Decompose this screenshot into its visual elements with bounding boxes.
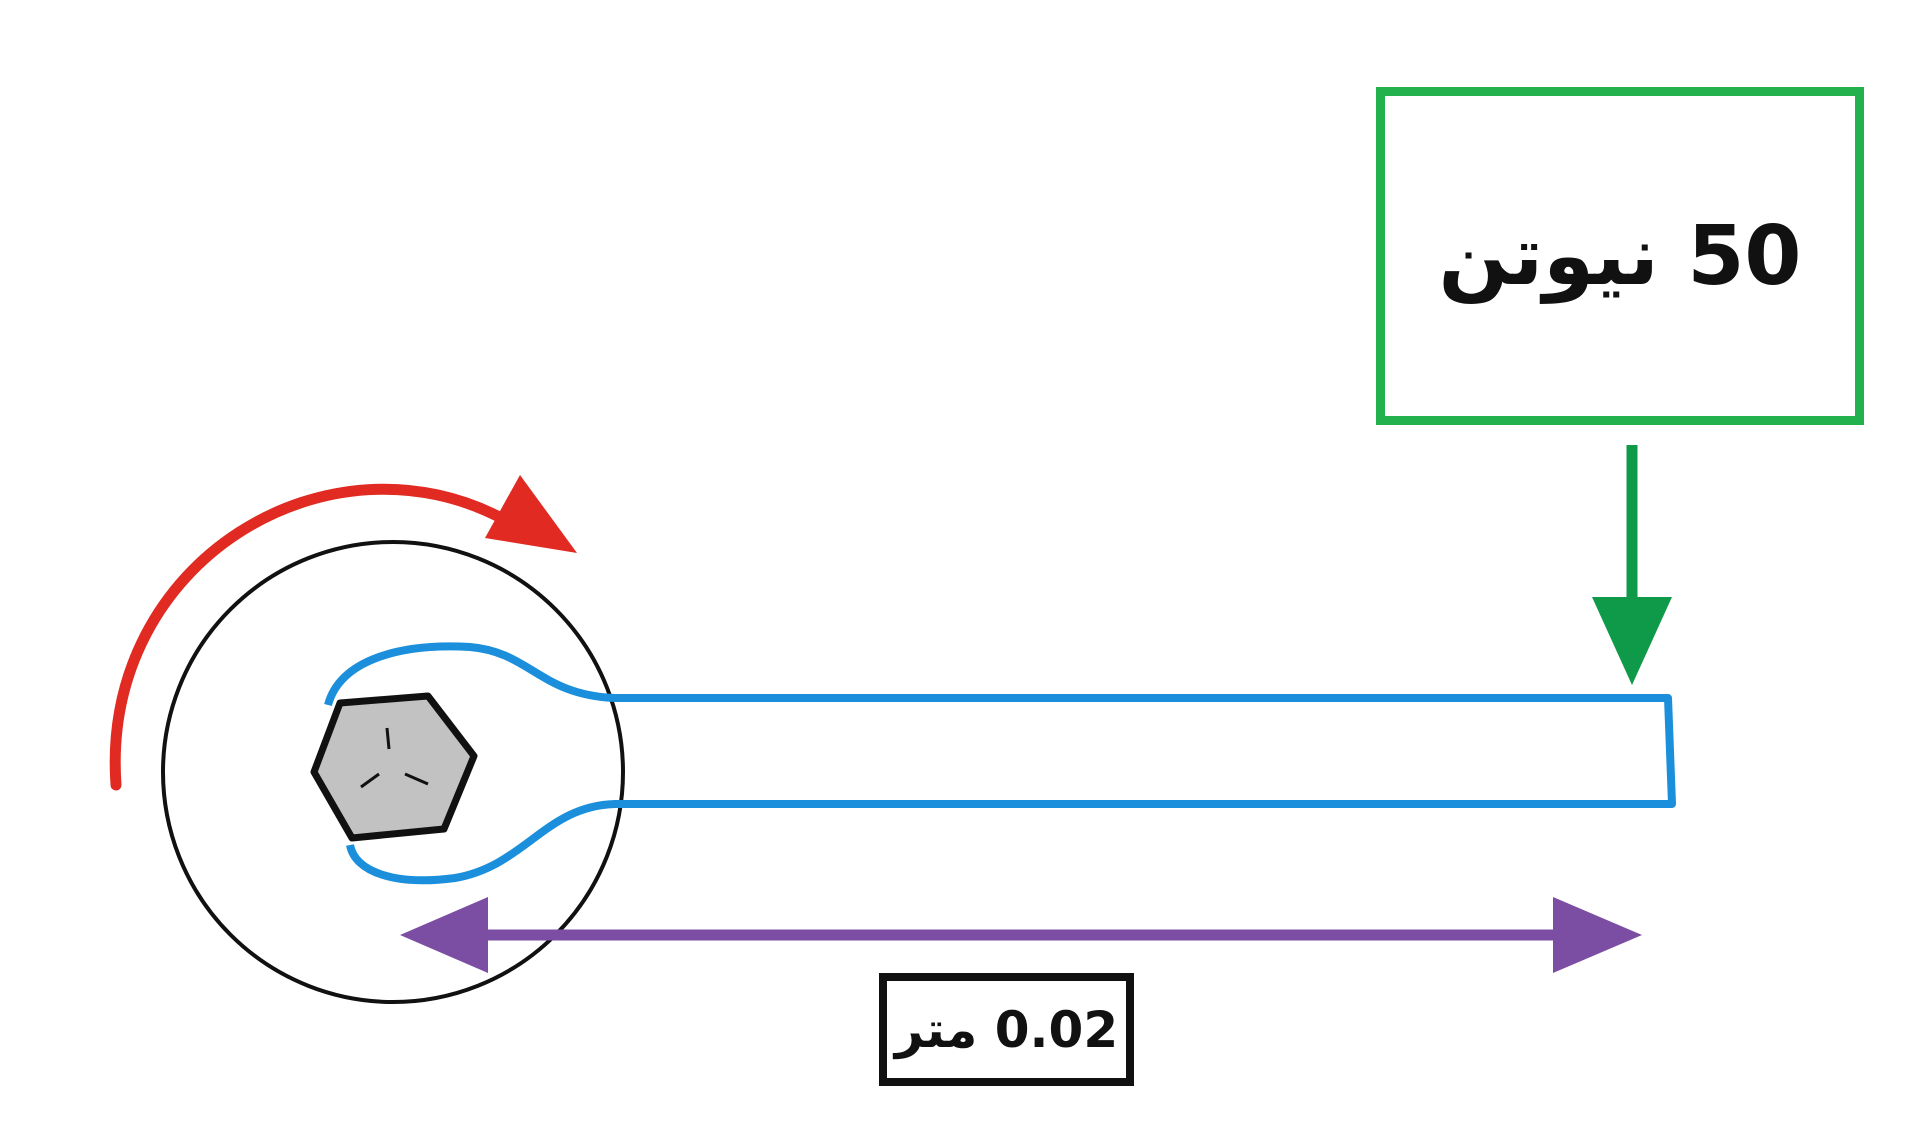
length-label-text: 0.02 متر	[894, 1000, 1119, 1059]
length-arrowhead-right	[1553, 897, 1642, 973]
force-label-text: 50 نيوتن	[1438, 208, 1802, 304]
wrench-outline	[324, 642, 1676, 885]
rotation-arrowhead	[485, 475, 577, 553]
length-arrowhead-left	[400, 897, 488, 973]
bolt-hexagon	[310, 692, 478, 842]
bolt-mark	[404, 772, 429, 786]
bolt-mark	[385, 727, 391, 750]
force-label-box: 50 نيوتن	[1376, 87, 1864, 425]
pivot-circle	[161, 540, 625, 1004]
force-arrowhead	[1592, 597, 1672, 685]
bolt-mark	[360, 772, 380, 789]
rotation-arrow-arc	[109, 483, 511, 791]
length-label-box: 0.02 متر	[879, 973, 1134, 1086]
